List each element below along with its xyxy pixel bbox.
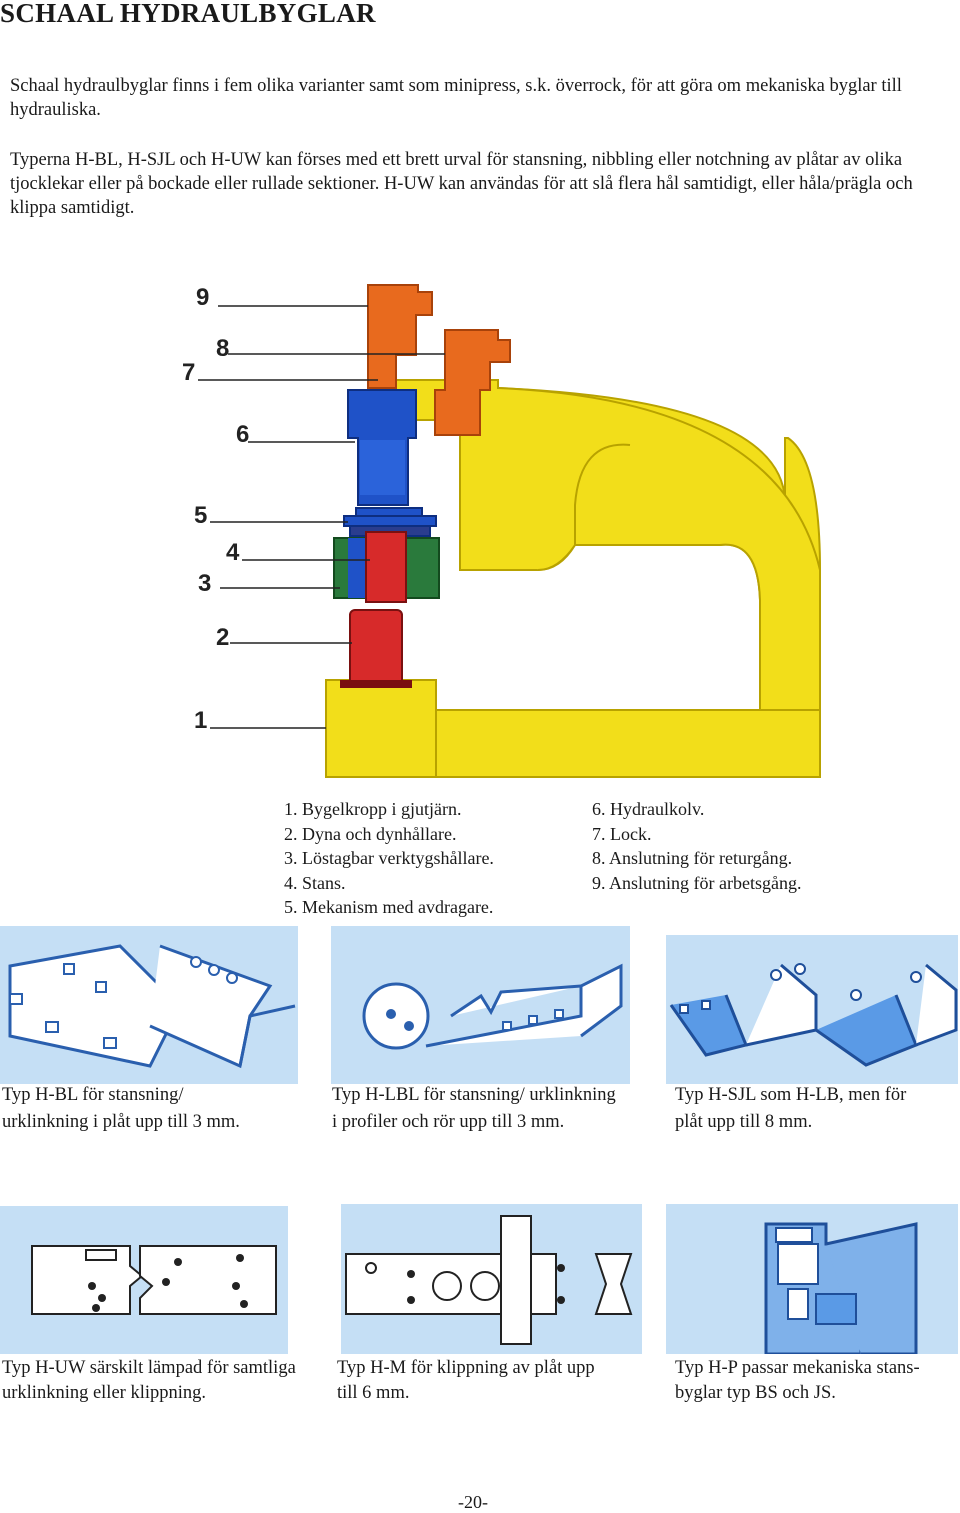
connection-9 xyxy=(367,284,433,389)
legend-item: 5. Mekanism med avdragare. xyxy=(284,897,494,917)
thumb-h-lbl xyxy=(331,926,630,1084)
caption-h-p: Typ H-P passar mekaniska stans- byglar t… xyxy=(675,1358,920,1403)
thumb-h-uw xyxy=(0,1206,288,1354)
channel-punching-icon xyxy=(669,963,958,1067)
page-title: SCHAAL HYDRAULBYGLAR xyxy=(0,0,376,28)
connection-8 xyxy=(434,329,511,436)
callout-3: 3 xyxy=(198,570,211,597)
profile-punching-icon xyxy=(362,963,623,1050)
caption-h-bl: Typ H-BL för stansning/ urklinkning i pl… xyxy=(2,1085,240,1132)
legend-item: 8. Anslutning för returgång. xyxy=(592,848,793,868)
caption-h-sjl: Typ H-SJL som H-LB, men för plåt upp til… xyxy=(675,1085,907,1132)
callout-5: 5 xyxy=(194,502,207,529)
description-paragraph: Typerna H-BL, H-SJL och H-UW kan förses … xyxy=(10,150,913,218)
press-adapter-icon xyxy=(764,1222,918,1354)
callout-8: 8 xyxy=(216,335,229,362)
hydraulic-press-diagram: 9 8 7 6 5 4 3 2 1 xyxy=(182,284,821,778)
legend-left: 1. Bygelkropp i gjutjärn. 2. Dyna och dy… xyxy=(284,797,494,920)
legend-item: 6. Hydraulkolv. xyxy=(592,799,705,819)
callout-7: 7 xyxy=(182,359,195,386)
caption-h-m: Typ H-M för klippning av plåt upp till 6… xyxy=(337,1358,595,1403)
caption-h-lbl: Typ H-LBL för stansning/ urklinkning i p… xyxy=(332,1085,616,1132)
thumb-h-sjl xyxy=(666,935,958,1084)
legend-item: 4. Stans. xyxy=(284,872,346,893)
legend-right: 6. Hydraulkolv. 7. Lock. 8. Anslutning f… xyxy=(592,797,801,895)
callout-6: 6 xyxy=(236,421,249,448)
callout-2: 2 xyxy=(216,624,229,651)
callout-1: 1 xyxy=(194,707,207,734)
callout-9: 9 xyxy=(196,284,209,311)
thumb-h-m xyxy=(341,1204,642,1354)
callout-4: 4 xyxy=(226,539,240,566)
legend-item: 7. Lock. xyxy=(592,823,652,844)
legend-item: 3. Löstagbar verktygshållare. xyxy=(284,848,494,868)
notching-icon xyxy=(31,1245,277,1315)
sheet-punching-icon xyxy=(8,944,296,1069)
shearing-icon xyxy=(345,1215,633,1345)
thumb-h-p xyxy=(666,1204,958,1354)
intro-paragraph: Schaal hydraulbyglar finns i fem olika v… xyxy=(10,76,902,120)
legend-item: 2. Dyna och dynhållare. xyxy=(284,823,457,844)
thumb-h-bl xyxy=(0,926,298,1084)
legend-item: 9. Anslutning för arbetsgång. xyxy=(592,872,802,893)
legend-item: 1. Bygelkropp i gjutjärn. xyxy=(284,799,462,819)
caption-h-uw: Typ H-UW särskilt lämpad för samtliga ur… xyxy=(2,1358,296,1403)
page-number: -20- xyxy=(458,1492,488,1512)
